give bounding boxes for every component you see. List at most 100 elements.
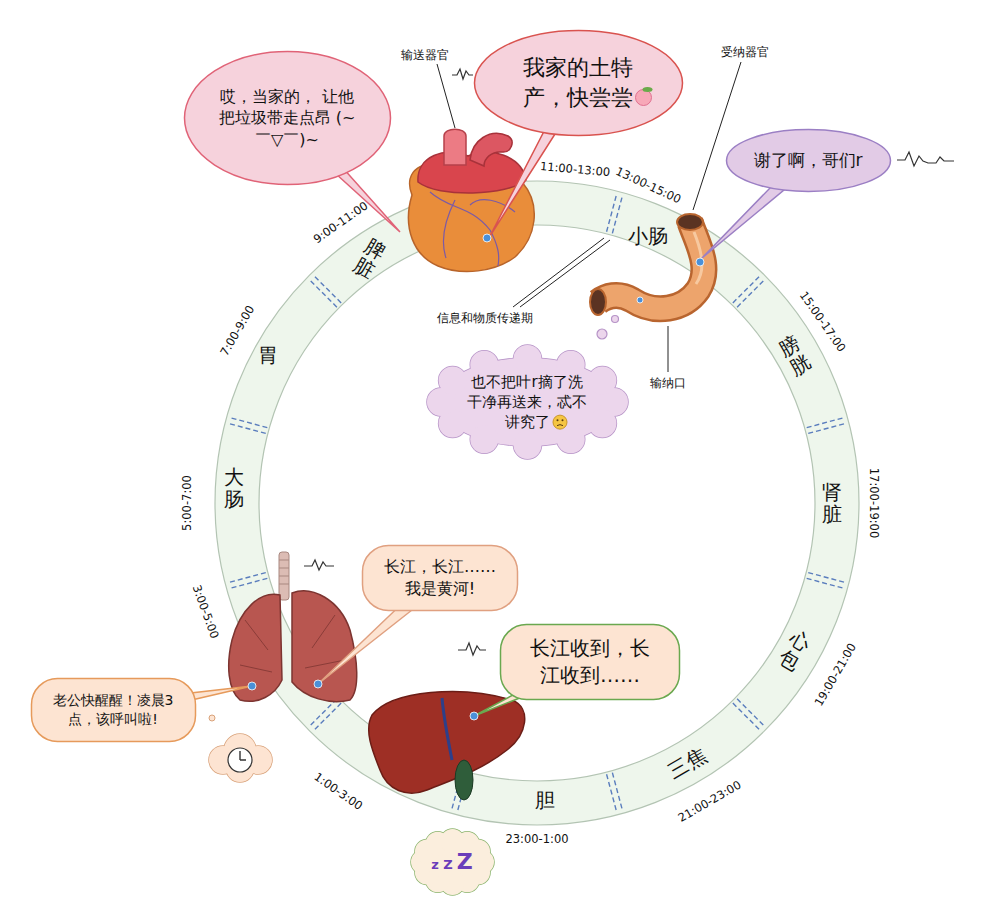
thought-cloud: 也不把叶r摘了洗 干净再送来，忒不 讲究了 <box>425 343 630 461</box>
leader-label: 输送器官 <box>401 48 449 62</box>
segment-divider <box>733 703 761 731</box>
speech-bubble-outline <box>361 544 519 612</box>
segment-divider <box>229 578 268 588</box>
left-lung <box>229 594 282 701</box>
bubble-shape <box>501 625 680 700</box>
signal-squiggles <box>304 69 954 655</box>
face-circle <box>553 415 567 429</box>
bubble-shape <box>474 31 682 136</box>
segment-divider <box>229 417 268 427</box>
cloud-puff <box>513 345 541 373</box>
cloud-trail <box>209 715 215 721</box>
segment-divider <box>227 423 266 433</box>
text-block: 也不把叶r摘了洗 干净再送来，忒不 讲究了 <box>466 372 588 433</box>
leader-label: 信息和物质传递期 <box>437 311 533 325</box>
face-mouth <box>557 425 563 426</box>
text-block: 长江，长江…… 我是黄河! <box>383 556 497 599</box>
organ-name: 肾脏 <box>822 481 842 525</box>
leader-line <box>693 62 741 210</box>
peach-icon <box>635 87 652 106</box>
face-eye <box>556 419 558 421</box>
speech-bubble-outline <box>30 677 197 743</box>
peach-fruit <box>635 90 651 106</box>
lung-lines <box>240 615 345 672</box>
heart-aorta <box>470 133 512 166</box>
bubble-tails <box>112 79 813 718</box>
bubble-text: 老公快醒醒！凌晨3 点，该呼叫啦! <box>52 691 175 729</box>
leader-label: 受纳器官 <box>721 45 769 59</box>
speech-bubble-outline <box>473 29 684 137</box>
signal-squiggle <box>897 152 954 166</box>
contact-dot <box>314 680 322 688</box>
heart-illustration <box>408 129 534 271</box>
sleep-cloud: z ZZ <box>409 827 496 897</box>
text-block: 谢了啊，哥们r <box>754 149 863 172</box>
liver-body <box>369 692 525 794</box>
time-range: 3:00-5:00 <box>189 583 221 640</box>
signal-squiggle <box>304 560 334 570</box>
segment-divider <box>313 275 341 303</box>
bubble-text: Z <box>457 847 473 877</box>
segment-divider <box>808 423 847 433</box>
segment-divider <box>808 573 847 583</box>
bubble-text: 我家的土特 产，快尝尝 <box>522 53 634 112</box>
segment-divider <box>309 279 337 307</box>
clock-ring <box>215 181 859 825</box>
time-range: 17:00-19:00 <box>866 468 880 538</box>
text-block: 我家的土特 产，快尝尝 <box>522 53 634 112</box>
liver-illustration <box>369 692 525 800</box>
right-lung <box>292 591 357 702</box>
speech-bubble: 我家的土特 产，快尝尝 <box>473 29 684 137</box>
face-emoji <box>553 415 567 429</box>
cloud-puff <box>588 367 616 395</box>
bubble-text: 哎，当家的， 让他 把垃圾带走点昂 (~￣▽￣)~ <box>218 86 357 151</box>
speech-bubble-outline <box>499 623 681 701</box>
heart-vessel <box>444 129 466 165</box>
heart-coronary-veins <box>430 192 515 266</box>
cloud-puff <box>513 431 541 459</box>
text-block: z ZZ <box>431 847 472 877</box>
cloud-puff <box>470 425 498 453</box>
cloud-puff <box>588 410 616 438</box>
peach-leaf <box>642 87 652 92</box>
signal-squiggle <box>452 69 473 79</box>
contact-dots <box>248 234 704 720</box>
cloud-puff <box>470 425 498 453</box>
leader-line <box>520 240 610 307</box>
speech-bubble: 哎，当家的， 让他 把垃圾带走点昂 (~￣▽￣)~ <box>183 50 392 186</box>
text-block: 哎，当家的， 让他 把垃圾带走点昂 (~￣▽￣)~ <box>218 86 357 151</box>
cloud-puff <box>588 367 616 395</box>
cloud-puff <box>513 431 541 459</box>
segment-divider <box>313 703 341 731</box>
cloud-fill <box>427 345 628 459</box>
cloud-fill <box>411 829 494 895</box>
speech-bubble: 老公快醒醒！凌晨3 点，该呼叫啦! <box>30 677 197 743</box>
time-range: 11:00-13:00 <box>539 160 610 180</box>
bubble-shape <box>363 546 518 611</box>
gallbladder <box>455 760 473 800</box>
time-range: 23:00-1:00 <box>505 833 568 847</box>
segment-divider <box>807 578 846 588</box>
segment-divider <box>607 193 617 232</box>
bubble-text: 也不把叶r摘了洗 干净再送来，忒不 讲究了 <box>466 372 588 433</box>
thought-bubble-dot <box>597 329 607 339</box>
trachea-rings <box>279 560 289 584</box>
leader-line <box>513 238 604 307</box>
speech-bubble: 长江，长江…… 我是黄河! <box>361 544 519 612</box>
face-eye <box>561 419 563 421</box>
segment-divider <box>612 773 622 812</box>
leader-label: 输纳口 <box>650 376 686 390</box>
contact-dot <box>696 258 704 266</box>
segment-divider <box>807 417 846 427</box>
contact-dot <box>637 297 643 303</box>
liver-vessel <box>442 698 452 760</box>
segment-divider <box>737 279 765 307</box>
trachea <box>279 552 289 600</box>
bubble-shape <box>31 679 195 742</box>
organ-name: 胃 <box>258 343 278 367</box>
clock-thought-cloud <box>209 715 272 782</box>
clock-ring-band <box>215 181 859 825</box>
cloud-outline <box>427 345 628 459</box>
bubble-text: 长江收到，长 江收到…… <box>529 635 651 689</box>
speech-bubble: 长江收到，长 江收到…… <box>499 623 681 701</box>
